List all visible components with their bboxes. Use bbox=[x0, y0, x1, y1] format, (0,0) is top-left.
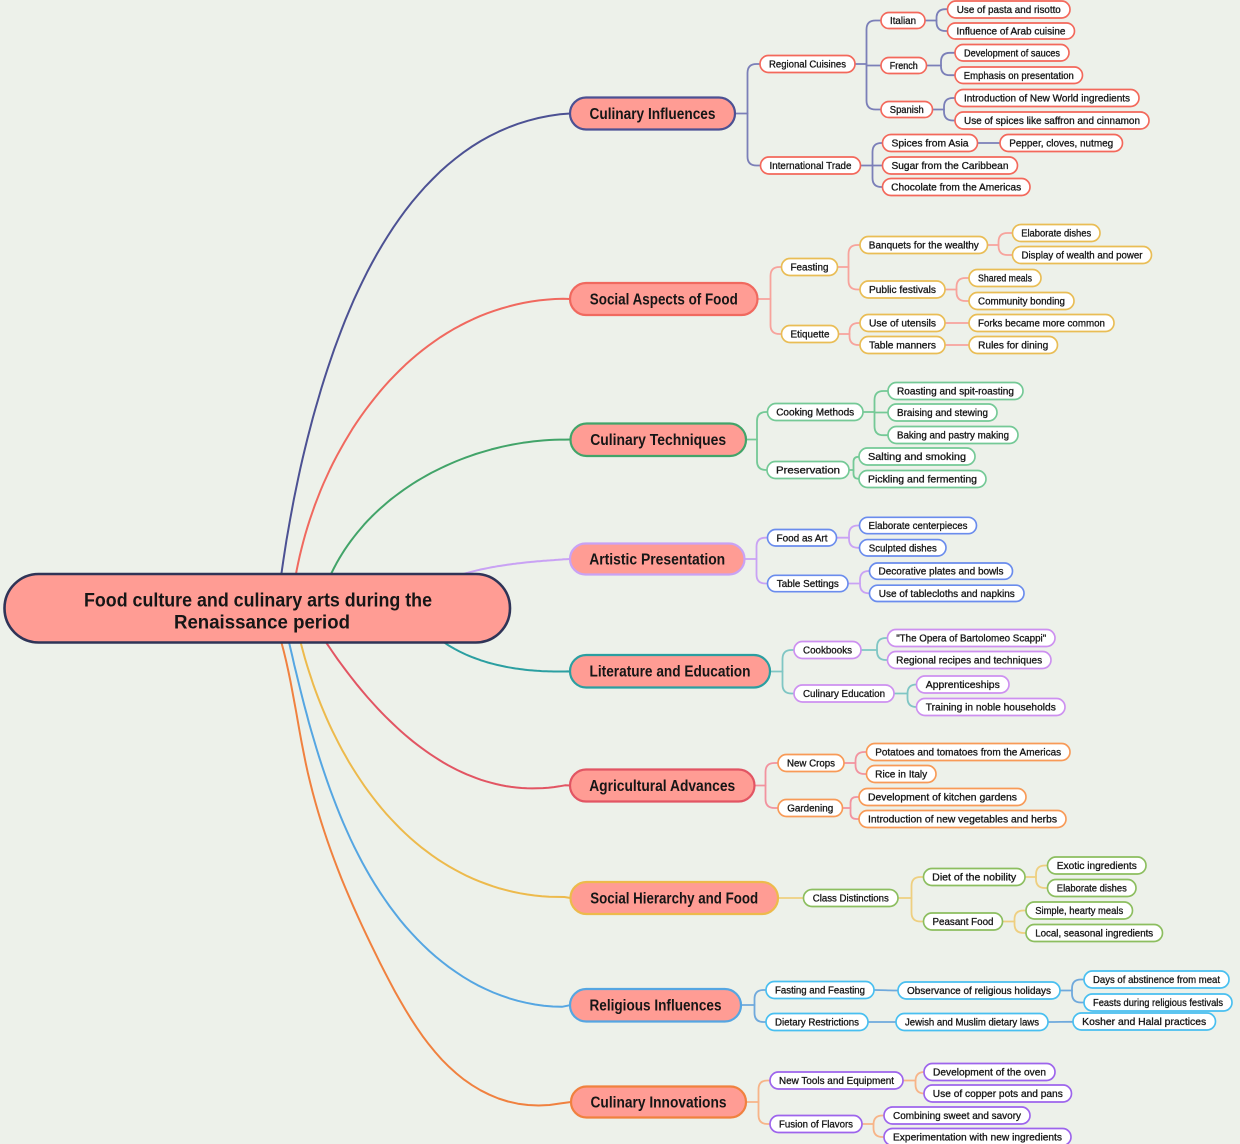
svg-text:Food as Art: Food as Art bbox=[777, 533, 828, 544]
svg-text:Culinary Education: Culinary Education bbox=[803, 689, 885, 700]
svg-text:Elaborate dishes: Elaborate dishes bbox=[1057, 884, 1127, 895]
svg-text:Use of utensils: Use of utensils bbox=[869, 319, 936, 330]
svg-text:Use of spices like saffron and: Use of spices like saffron and cinnamon bbox=[964, 116, 1140, 127]
svg-text:Spices from Asia: Spices from Asia bbox=[892, 139, 969, 150]
svg-text:Decorative plates and bowls: Decorative plates and bowls bbox=[879, 567, 1004, 578]
svg-text:Shared meals: Shared meals bbox=[978, 274, 1032, 285]
svg-text:Class Distinctions: Class Distinctions bbox=[813, 894, 889, 905]
svg-text:Preservation: Preservation bbox=[776, 466, 840, 477]
svg-text:Influence of Arab cuisine: Influence of Arab cuisine bbox=[957, 27, 1066, 38]
svg-text:Baking and pastry making: Baking and pastry making bbox=[897, 431, 1009, 442]
svg-text:Agricultural Advances: Agricultural Advances bbox=[589, 778, 735, 795]
svg-text:Training in noble households: Training in noble households bbox=[926, 703, 1056, 714]
svg-text:Cookbooks: Cookbooks bbox=[803, 646, 852, 657]
svg-text:Gardening: Gardening bbox=[787, 804, 833, 815]
svg-text:Potatoes and tomatoes from the: Potatoes and tomatoes from the Americas bbox=[875, 748, 1061, 759]
svg-text:Sugar from the Caribbean: Sugar from the Caribbean bbox=[892, 161, 1009, 172]
svg-text:Community bonding: Community bonding bbox=[978, 297, 1065, 308]
svg-text:Feasts during religious festiv: Feasts during religious festivals bbox=[1093, 998, 1223, 1009]
svg-text:"The Opera of Bartolomeo Scapp: "The Opera of Bartolomeo Scappi" bbox=[896, 634, 1046, 645]
svg-text:Pepper, cloves, nutmeg: Pepper, cloves, nutmeg bbox=[1009, 139, 1113, 150]
svg-text:Development of sauces: Development of sauces bbox=[964, 48, 1060, 59]
svg-text:Simple, hearty meals: Simple, hearty meals bbox=[1035, 906, 1123, 917]
svg-text:Peasant Food: Peasant Food bbox=[933, 917, 994, 928]
svg-text:Culinary Techniques: Culinary Techniques bbox=[590, 432, 726, 449]
svg-text:Table manners: Table manners bbox=[869, 341, 936, 352]
svg-text:Fasting and Feasting: Fasting and Feasting bbox=[775, 986, 865, 997]
svg-text:Religious Influences: Religious Influences bbox=[590, 998, 722, 1015]
svg-text:Combining sweet and savory: Combining sweet and savory bbox=[893, 1111, 1021, 1122]
svg-text:Literature and Education: Literature and Education bbox=[590, 664, 751, 681]
svg-text:Days of abstinence from meat: Days of abstinence from meat bbox=[1093, 975, 1220, 986]
svg-text:Salting and smoking: Salting and smoking bbox=[868, 452, 966, 463]
svg-text:Italian: Italian bbox=[890, 16, 916, 27]
svg-text:Fusion of Flavors: Fusion of Flavors bbox=[779, 1120, 853, 1131]
svg-text:Public festivals: Public festivals bbox=[869, 285, 936, 296]
svg-text:Dietary Restrictions: Dietary Restrictions bbox=[775, 1018, 859, 1029]
svg-text:Culinary Influences: Culinary Influences bbox=[590, 106, 716, 123]
svg-text:Food culture and culinary arts: Food culture and culinary arts during th… bbox=[84, 590, 432, 612]
svg-text:Kosher and Halal practices: Kosher and Halal practices bbox=[1082, 1017, 1206, 1028]
svg-text:Development of kitchen gardens: Development of kitchen gardens bbox=[868, 793, 1017, 804]
svg-text:French: French bbox=[890, 61, 918, 72]
svg-text:Chocolate from the Americas: Chocolate from the Americas bbox=[891, 183, 1021, 194]
svg-text:Cooking Methods: Cooking Methods bbox=[776, 408, 854, 419]
svg-text:Use of copper pots and pans: Use of copper pots and pans bbox=[933, 1089, 1063, 1100]
svg-text:Feasting: Feasting bbox=[791, 263, 829, 274]
svg-text:New Tools and Equipment: New Tools and Equipment bbox=[779, 1076, 894, 1087]
svg-text:Introduction of new vegetables: Introduction of new vegetables and herbs bbox=[868, 815, 1057, 826]
svg-text:Elaborate centerpieces: Elaborate centerpieces bbox=[869, 521, 968, 532]
svg-text:Rice in Italy: Rice in Italy bbox=[875, 770, 927, 781]
svg-text:Rules for dining: Rules for dining bbox=[978, 341, 1048, 352]
svg-text:Development of the oven: Development of the oven bbox=[933, 1068, 1046, 1079]
svg-text:Jewish and Muslim dietary laws: Jewish and Muslim dietary laws bbox=[905, 1018, 1039, 1029]
svg-text:Elaborate dishes: Elaborate dishes bbox=[1021, 229, 1091, 240]
svg-text:Diet of the nobility: Diet of the nobility bbox=[932, 873, 1016, 884]
svg-text:Use of tablecloths and napkins: Use of tablecloths and napkins bbox=[879, 589, 1015, 600]
svg-text:Culinary Innovations: Culinary Innovations bbox=[591, 1095, 727, 1112]
svg-text:Table Settings: Table Settings bbox=[777, 579, 839, 590]
svg-text:Experimentation with new ingre: Experimentation with new ingredients bbox=[893, 1133, 1062, 1144]
svg-text:Regional Cuisines: Regional Cuisines bbox=[769, 60, 846, 71]
svg-text:Exotic ingredients: Exotic ingredients bbox=[1057, 861, 1137, 872]
svg-text:Banquets for the wealthy: Banquets for the wealthy bbox=[869, 241, 979, 252]
svg-text:Forks became more common: Forks became more common bbox=[978, 319, 1105, 330]
svg-text:Etiquette: Etiquette bbox=[791, 330, 830, 341]
svg-text:Braising and stewing: Braising and stewing bbox=[897, 408, 988, 419]
svg-text:Pickling and fermenting: Pickling and fermenting bbox=[868, 475, 977, 486]
svg-text:New Crops: New Crops bbox=[787, 759, 835, 770]
svg-text:Social Hierarchy and Food: Social Hierarchy and Food bbox=[590, 891, 758, 908]
svg-text:Apprenticeships: Apprenticeships bbox=[926, 680, 1000, 691]
svg-text:Renaissance period: Renaissance period bbox=[174, 611, 350, 633]
svg-text:Observance of religious holida: Observance of religious holidays bbox=[907, 986, 1051, 997]
svg-text:Artistic Presentation: Artistic Presentation bbox=[589, 552, 725, 569]
svg-text:Sculpted dishes: Sculpted dishes bbox=[869, 543, 937, 554]
svg-text:Introduction of New World ingr: Introduction of New World ingredients bbox=[964, 94, 1130, 105]
svg-text:Display of wealth and power: Display of wealth and power bbox=[1022, 251, 1144, 262]
svg-text:Use of pasta and risotto: Use of pasta and risotto bbox=[957, 5, 1061, 16]
svg-text:Roasting and spit-roasting: Roasting and spit-roasting bbox=[897, 387, 1014, 398]
svg-text:Spanish: Spanish bbox=[890, 105, 924, 116]
svg-text:Regional recipes and technique: Regional recipes and techniques bbox=[896, 656, 1042, 667]
svg-text:Emphasis on presentation: Emphasis on presentation bbox=[964, 71, 1074, 82]
svg-text:Social Aspects of Food: Social Aspects of Food bbox=[590, 292, 738, 309]
svg-text:International Trade: International Trade bbox=[770, 161, 852, 172]
svg-text:Local, seasonal ingredients: Local, seasonal ingredients bbox=[1035, 929, 1153, 940]
